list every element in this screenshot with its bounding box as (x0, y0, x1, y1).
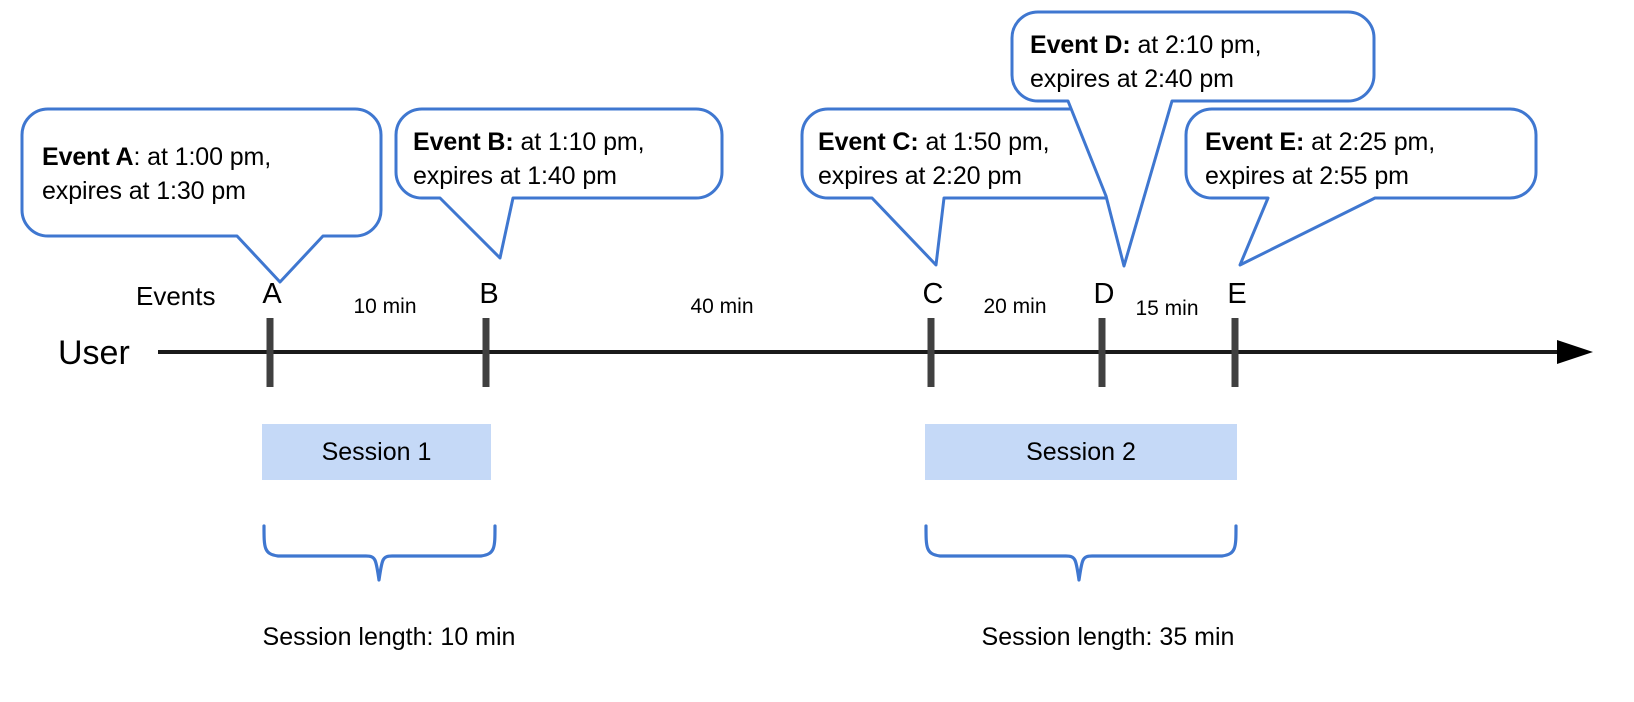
callout-line2-a: expires at 1:30 pm (42, 177, 246, 205)
callout-line1-rest-c: at 1:50 pm, (925, 128, 1050, 156)
session-length-label-2: Session length: 35 min (981, 623, 1235, 651)
session-box-1-label: Session 1 (321, 437, 432, 466)
interval-label-c-d: 20 min (983, 295, 1047, 318)
event-marker-label-b: B (479, 278, 499, 310)
callout-event-name-d: Event D: (1030, 31, 1131, 59)
callout-line2-c: expires at 2:20 pm (818, 162, 1022, 190)
callout-event-name-e: Event E: (1205, 128, 1305, 156)
brace-session-2 (924, 524, 1238, 582)
timeline-axis (158, 340, 1593, 364)
timeline-row-label-user: User (58, 334, 130, 372)
interval-label-b-c: 40 min (690, 295, 754, 318)
event-marker-label-c: C (922, 278, 944, 310)
callout-text-event-e: Event E: at 2:25 pm, expires at 2:55 pm (1205, 125, 1535, 193)
callout-line2-b: expires at 1:40 pm (413, 162, 617, 190)
callout-text-event-a: Event A: at 1:00 pm, expires at 1:30 pm (42, 140, 372, 208)
axis-arrowhead (1557, 340, 1593, 364)
event-marker-label-e: E (1227, 278, 1247, 310)
callout-event-name-b: Event B: (413, 128, 514, 156)
callout-line1-rest-a: at 1:00 pm, (147, 143, 272, 171)
event-marker-label-a: A (262, 278, 282, 310)
callout-event-name-c: Event C: (818, 128, 919, 156)
callout-line1-rest-d: at 2:10 pm, (1137, 31, 1262, 59)
callout-text-event-c: Event C: at 1:50 pm, expires at 2:20 pm (818, 125, 1138, 193)
callout-text-event-b: Event B: at 1:10 pm, expires at 1:40 pm (413, 125, 723, 193)
callout-event-name-a: Event A (42, 143, 134, 171)
session-length-label-1: Session length: 10 min (262, 623, 516, 651)
session-box-1: Session 1 (262, 424, 491, 480)
session-box-2: Session 2 (925, 424, 1237, 480)
event-marker-ticks (266, 318, 1239, 387)
callout-text-event-d: Event D: at 2:10 pm, expires at 2:40 pm (1030, 28, 1370, 96)
interval-label-a-b: 10 min (353, 295, 417, 318)
callout-line1-rest-e: at 2:25 pm, (1311, 128, 1436, 156)
event-marker-label-d: D (1093, 278, 1115, 310)
callout-line2-e: expires at 2:55 pm (1205, 162, 1409, 190)
interval-label-d-e: 15 min (1135, 297, 1199, 320)
timeline-events-label: Events (136, 281, 216, 311)
brace-session-1 (262, 524, 497, 582)
callout-line1-rest-b: at 1:10 pm, (520, 128, 645, 156)
callout-separator-a: : (133, 143, 148, 171)
callout-line2-d: expires at 2:40 pm (1030, 65, 1234, 93)
session-box-2-label: Session 2 (1026, 437, 1136, 466)
